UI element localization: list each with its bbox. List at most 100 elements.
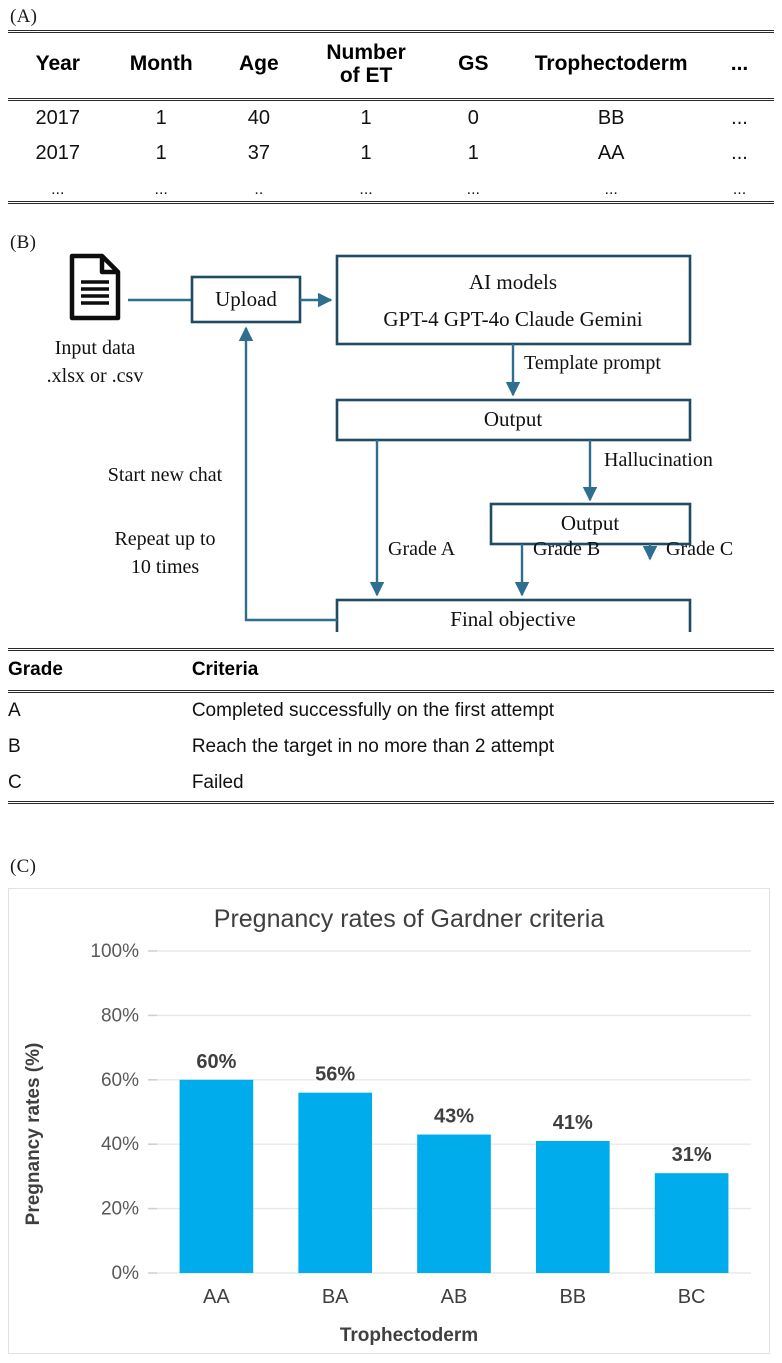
sample-data-table: Year Month Age Number of ET GS Trophecto… <box>8 30 774 204</box>
bar-value-label: 60% <box>196 1051 236 1073</box>
edge-label-grade-b: Grade B <box>533 538 600 560</box>
table-body: 2017 1 40 1 0 BB ... 2017 1 37 1 1 AA ..… <box>8 100 774 203</box>
flow-box-final-objective <box>335 598 692 632</box>
table-row: 2017 1 37 1 1 AA ... <box>8 136 774 171</box>
flow-box-ai-models-line2: GPT-4 GPT-4o Claude Gemini <box>383 307 642 331</box>
grade-criteria-table-wrapper: Grade Criteria A Completed successfully … <box>8 648 774 804</box>
document-icon <box>69 253 121 321</box>
x-axis-category-label: BA <box>322 1286 349 1308</box>
panel-b-flowchart: Input data .xlsx or .csv Upload AI model… <box>0 232 782 632</box>
column-header-criteria: Criteria <box>191 659 259 680</box>
cell-year: 2017 <box>35 107 81 130</box>
cell-more: ... <box>731 107 748 130</box>
edge-label-template-prompt: Template prompt <box>524 352 661 374</box>
cell-number-of-et: 1 <box>360 142 372 165</box>
column-header-month: Month <box>129 52 193 76</box>
cell-number-of-et: ... <box>359 181 373 199</box>
edge-label-grade-a: Grade A <box>388 538 456 560</box>
flow-box-final-objective-label: Final objective <box>450 607 575 631</box>
cell-criteria: Completed successfully on the first atte… <box>191 700 555 721</box>
grade-table-header: Grade Criteria <box>8 649 774 692</box>
bar-value-label: 43% <box>434 1106 474 1128</box>
cell-year: ... <box>51 181 65 199</box>
input-data-caption-line1: Input data <box>55 337 136 359</box>
panel-c-bar-chart: Pregnancy rates of Gardner criteria 0% 20… <box>8 888 770 1354</box>
column-header-number-of-et-line2: of ET <box>339 63 393 87</box>
column-header-year: Year <box>35 52 80 76</box>
chart-y-axis-title: Pregnancy rates (%) <box>23 1043 44 1226</box>
y-axis-tick-label: 80% <box>101 1005 139 1026</box>
chart-title: Pregnancy rates of Gardner criteria <box>214 905 605 933</box>
column-header-age: Age <box>239 52 279 76</box>
table-header-row: Year Month Age Number of ET GS Trophecto… <box>8 31 774 100</box>
flow-box-output-2 <box>489 502 692 546</box>
bar <box>654 1173 729 1273</box>
bar <box>298 1092 373 1273</box>
flow-box-ai-models-line1: AI models <box>469 270 557 294</box>
cell-gs: 1 <box>467 142 479 165</box>
panel-a-label: (A) <box>10 6 38 27</box>
x-axis-category-label: AA <box>203 1286 230 1308</box>
y-axis-tick-label: 0% <box>112 1263 140 1284</box>
grade-table-body: A Completed successfully on the first at… <box>8 692 774 803</box>
bar <box>417 1134 491 1273</box>
grade-criteria-table: Grade Criteria A Completed successfully … <box>8 648 774 804</box>
table-header: Year Month Age Number of ET GS Trophecto… <box>8 31 774 100</box>
cell-age: 40 <box>247 107 270 130</box>
side-label-start-new-chat: Start new chat <box>108 464 223 486</box>
chart-x-axis-title: Trophectoderm <box>340 1325 478 1346</box>
bar-chart-svg: Pregnancy rates of Gardner criteria 0% 20… <box>23 905 751 1346</box>
column-header-grade: Grade <box>8 659 63 680</box>
chart-y-axis-tick-labels: 0% 20% 40% 60% 80% 100% <box>90 941 139 1284</box>
bar-value-label: 31% <box>672 1144 712 1166</box>
chart-bars <box>179 1079 729 1273</box>
edge-label-hallucination: Hallucination <box>604 449 713 471</box>
cell-trophectoderm: BB <box>597 107 625 130</box>
bar-value-label: 56% <box>315 1064 355 1086</box>
cell-more: ... <box>732 181 747 199</box>
cell-gs: ... <box>466 181 480 199</box>
side-label-repeat-line2: 10 times <box>131 556 200 578</box>
grade-table-row: C Failed <box>8 765 774 803</box>
panel-a-data-table: Year Month Age Number of ET GS Trophecto… <box>8 30 774 204</box>
cell-criteria: Failed <box>191 772 244 793</box>
flowchart-svg: Input data .xlsx or .csv Upload AI model… <box>47 253 733 632</box>
x-axis-category-label: BB <box>559 1286 586 1308</box>
y-axis-tick-label: 60% <box>101 1070 139 1091</box>
y-axis-tick-label: 20% <box>101 1199 139 1220</box>
bar <box>535 1140 610 1273</box>
y-axis-tick-label: 100% <box>90 941 139 962</box>
grade-table-row: A Completed successfully on the first at… <box>8 692 774 730</box>
chart-bar-value-labels: 60%56%43%41%31% <box>196 1051 711 1166</box>
table-row: 2017 1 40 1 0 BB ... <box>8 100 774 137</box>
side-label-repeat-line1: Repeat up to <box>114 528 215 550</box>
panel-c-label: (C) <box>10 856 37 877</box>
column-header-number-of-et-line1: Number <box>326 41 406 64</box>
edge-feedback-loop-to-upload <box>238 326 337 622</box>
cell-age: 37 <box>247 142 270 165</box>
x-axis-category-label: AB <box>441 1286 468 1308</box>
cell-month: 1 <box>155 107 167 130</box>
cell-trophectoderm: ... <box>604 181 618 199</box>
column-header-trophectoderm: Trophectoderm <box>534 52 688 76</box>
cell-age: .. <box>254 181 264 199</box>
grade-table-row: B Reach the target in no more than 2 att… <box>8 729 774 765</box>
flow-box-output-1-label: Output <box>484 407 543 431</box>
cell-grade: A <box>8 700 21 721</box>
cell-grade: C <box>8 772 22 793</box>
cell-gs: 0 <box>467 107 479 130</box>
cell-month: ... <box>154 181 168 199</box>
flow-box-output-1 <box>335 398 692 442</box>
bar <box>179 1079 254 1273</box>
flow-box-ai-models <box>335 254 692 346</box>
column-header-number-of-et: Number of ET <box>303 32 429 100</box>
grade-table-header-row: Grade Criteria <box>8 649 774 692</box>
column-header-gs: GS <box>458 52 489 76</box>
flow-box-output-2-label: Output <box>561 511 620 535</box>
table-row-ellipsis: ... ... .. ... ... ... ... <box>8 171 774 203</box>
flow-box-upload-label: Upload <box>215 287 277 311</box>
y-axis-tick-label: 40% <box>101 1134 139 1155</box>
cell-grade: B <box>8 736 21 757</box>
column-header-more: ... <box>730 52 749 76</box>
